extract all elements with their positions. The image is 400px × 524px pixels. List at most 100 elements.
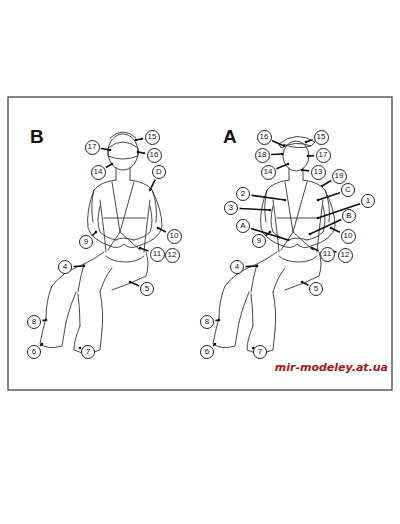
pilot-figure-a xyxy=(213,136,335,353)
callout-text: 12 xyxy=(168,251,177,259)
leader-line xyxy=(239,208,270,210)
callout-text: 3 xyxy=(229,204,233,212)
leader-tip xyxy=(317,217,320,220)
callout-number: 10 xyxy=(167,229,182,244)
figure-letter: B xyxy=(30,127,44,146)
callout-number: 17 xyxy=(316,148,331,163)
callout-number: 5 xyxy=(140,282,154,296)
leader-tip xyxy=(321,185,324,188)
leader-line xyxy=(271,153,282,155)
callout-number: 14 xyxy=(261,165,276,180)
leader-tip xyxy=(139,247,142,250)
leader-tip xyxy=(45,319,48,322)
leader-tip xyxy=(269,209,272,212)
callout-number: 4 xyxy=(58,260,72,274)
leader-tip xyxy=(311,247,314,250)
callout-text: 10 xyxy=(344,232,353,240)
callout-text: 5 xyxy=(314,285,318,293)
callout-text: 2 xyxy=(241,190,245,198)
leader-line xyxy=(245,265,257,267)
callout-text: B xyxy=(346,212,351,220)
callout-text: 1 xyxy=(366,197,370,205)
callout-text: 18 xyxy=(258,151,267,159)
callout-number: 14 xyxy=(91,165,106,180)
callout-number: 15 xyxy=(314,130,329,145)
callout-number: 16 xyxy=(257,130,272,145)
callout-number: 13 xyxy=(311,165,326,180)
frame xyxy=(8,97,392,390)
callout-text: A xyxy=(240,222,245,230)
callout-text: 17 xyxy=(88,143,97,151)
callout-text: 9 xyxy=(257,237,261,245)
leader-tip xyxy=(284,199,287,202)
watermark: mir-modeley.at.ua xyxy=(275,362,388,373)
callout-number: A xyxy=(236,219,250,233)
callout-text: 13 xyxy=(314,168,323,176)
callout-text: 12 xyxy=(341,251,350,259)
callout-text: 5 xyxy=(145,285,149,293)
callout-text: 17 xyxy=(319,151,328,159)
leader-tip xyxy=(129,281,132,284)
leader-lines xyxy=(40,139,360,350)
callout-number: C xyxy=(341,183,355,197)
callout-text: 4 xyxy=(235,263,239,271)
callout-number: 5 xyxy=(309,282,323,296)
callout-number: 18 xyxy=(255,148,270,163)
callout-number: D xyxy=(152,165,166,179)
figure-letter: A xyxy=(223,127,237,146)
callout-text: 6 xyxy=(205,348,209,356)
leader-tip xyxy=(281,153,284,156)
leader-line xyxy=(318,193,340,200)
leader-tip xyxy=(95,231,98,234)
leader-tip xyxy=(317,199,320,202)
callout-number: 2 xyxy=(236,187,250,201)
callout-text: 16 xyxy=(260,133,269,141)
leader-line xyxy=(276,164,288,169)
pilot-figure-b xyxy=(40,132,162,353)
helmet-visor xyxy=(108,142,138,159)
leader-line xyxy=(73,265,84,267)
callout-number: 8 xyxy=(27,315,41,329)
leader-tip xyxy=(214,343,217,346)
callout-text: 14 xyxy=(264,168,273,176)
callout-number: 7 xyxy=(253,345,267,359)
cap xyxy=(279,136,315,148)
leader-line xyxy=(140,248,149,251)
leader-tip xyxy=(111,163,114,166)
leader-tip xyxy=(301,169,304,172)
callout-text: 16 xyxy=(150,151,159,159)
callout-number: 17 xyxy=(85,140,100,155)
callout-text: 7 xyxy=(258,348,262,356)
leader-tip xyxy=(137,151,140,154)
callout-text: 11 xyxy=(153,250,161,258)
leader-tip xyxy=(309,233,312,236)
leader-tip xyxy=(305,141,308,144)
callout-text: C xyxy=(345,186,351,194)
leader-tip xyxy=(218,319,221,322)
leader-tip xyxy=(330,227,333,230)
callout-number: 19 xyxy=(332,169,347,184)
callout-number: 11 xyxy=(320,247,335,262)
leader-line xyxy=(150,180,155,190)
callout-number: 11 xyxy=(150,247,165,262)
callout-number: 8 xyxy=(200,315,214,329)
callout-number: 15 xyxy=(145,130,160,145)
callout-text: 11 xyxy=(323,250,331,258)
leader-tip xyxy=(157,227,160,230)
callout-number: 1 xyxy=(361,194,375,208)
leader-tip xyxy=(135,139,138,142)
leader-tip xyxy=(307,155,310,158)
callout-text: 14 xyxy=(94,168,103,176)
leader-tip xyxy=(109,149,112,152)
callout-number: B xyxy=(342,209,356,223)
callout-text: 9 xyxy=(84,238,88,246)
callout-number: 7 xyxy=(81,345,95,359)
leader-line xyxy=(310,220,341,234)
callout-number: 3 xyxy=(224,201,238,215)
callout-text: 7 xyxy=(86,348,90,356)
callout-number: 6 xyxy=(27,345,41,359)
callout-text: 19 xyxy=(335,172,344,180)
leader-tip xyxy=(41,343,44,346)
leader-line xyxy=(158,228,166,232)
leader-tip xyxy=(283,145,286,148)
